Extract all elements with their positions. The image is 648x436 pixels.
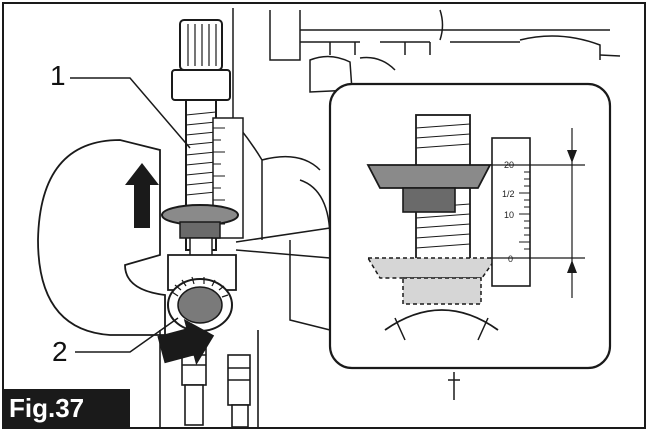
detail-stopper-ghost [366,257,498,279]
scale-label-half: 1/2 [502,189,515,199]
detail-stopper-ghost-body [402,277,482,305]
base-rod-stub [448,372,460,400]
detail-base-clips [394,317,489,341]
detail-connector-bottom [235,249,331,259]
detail-connector-top [235,227,331,243]
detail-panel: 20 1/2 10 0 [328,82,612,370]
callout-2-leader [75,317,179,353]
stopper-nut-body [179,221,221,239]
callout-1-leader [70,77,191,149]
stopper-pole [161,19,244,291]
push-arrow-icon [157,318,215,366]
callout-1: 1 [50,60,66,91]
up-arrow-icon [125,163,159,228]
detail-scale [491,137,531,287]
lower-posts [159,330,259,428]
detail-stopper-body [402,187,456,213]
figure-frame [2,2,646,429]
scale-label-10: 10 [504,210,514,220]
detail-stopper-raised [366,164,492,189]
scale-label-0: 0 [508,254,513,264]
callout-2: 2 [52,336,68,367]
knob-knurling [187,24,217,66]
rod-collar [171,69,231,101]
base-plate-outline [37,139,166,336]
rod-thread [185,111,217,196]
measure-lines [490,164,585,259]
figure-label: Fig.37 [3,389,130,427]
